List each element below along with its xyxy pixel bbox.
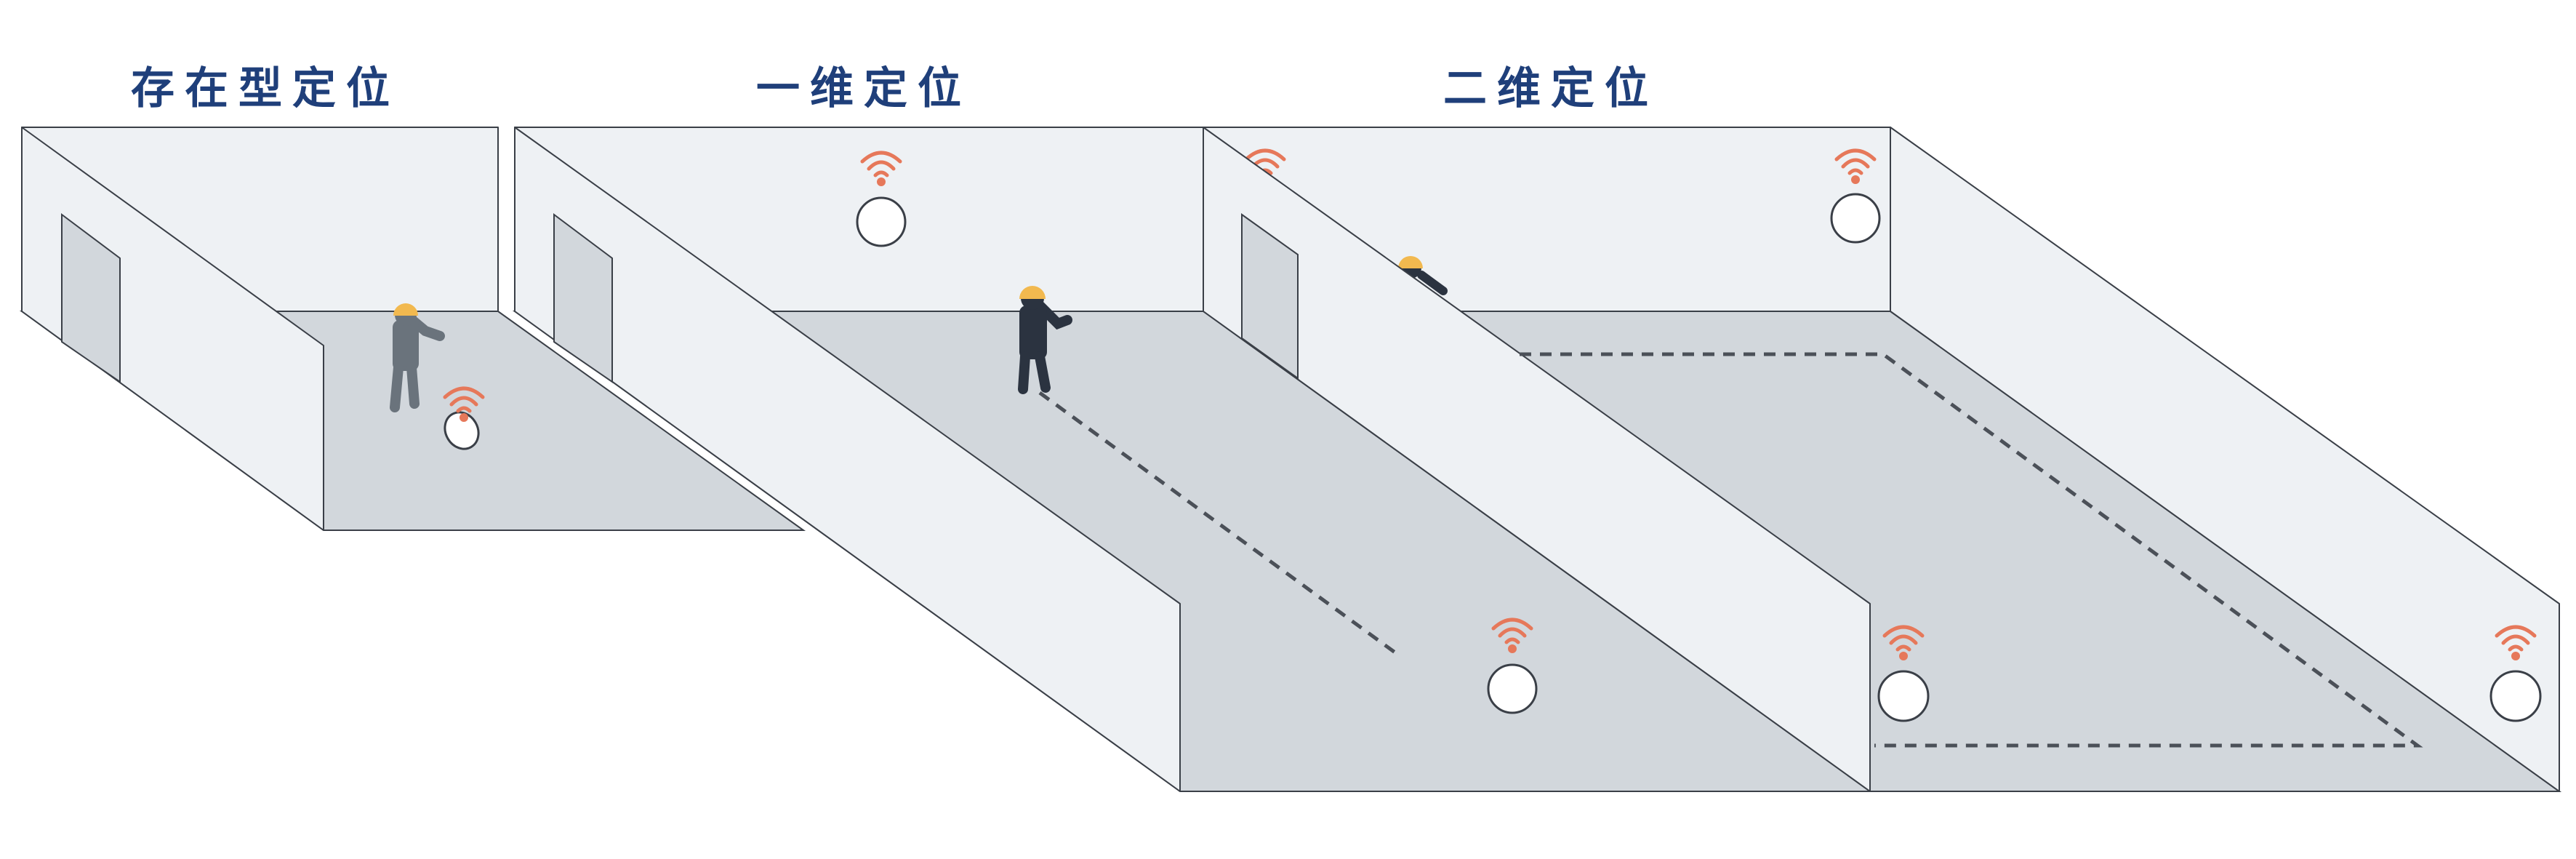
anchor-node-icon bbox=[1487, 663, 1538, 714]
right-wall bbox=[1890, 127, 2560, 792]
anchor-node-icon bbox=[856, 196, 907, 247]
anchor-node-icon bbox=[1830, 193, 1881, 244]
presence-room bbox=[19, 127, 806, 531]
worker-figure-icon bbox=[390, 303, 445, 412]
divider-wall bbox=[1203, 127, 1871, 792]
anchor-node-icon bbox=[444, 411, 480, 450]
panel-title-2d: 二维定位 bbox=[1443, 63, 1658, 114]
anchor-node-icon bbox=[1877, 670, 1930, 722]
two-d-room bbox=[1200, 127, 2562, 792]
panel-title-1d: 一维定位 bbox=[756, 63, 971, 114]
track-path bbox=[1038, 391, 1397, 655]
side-wall bbox=[21, 127, 324, 531]
side-wall bbox=[514, 127, 1181, 792]
one-d-room bbox=[512, 127, 1873, 792]
doorway bbox=[61, 213, 121, 383]
coverage-area bbox=[1520, 352, 2423, 748]
anchor-node-icon bbox=[2489, 670, 2542, 722]
panel-title-presence: 存在型定位 bbox=[131, 63, 400, 114]
doorway bbox=[1241, 213, 1299, 380]
doorway bbox=[553, 213, 613, 383]
worker-figure-icon bbox=[1018, 286, 1072, 394]
